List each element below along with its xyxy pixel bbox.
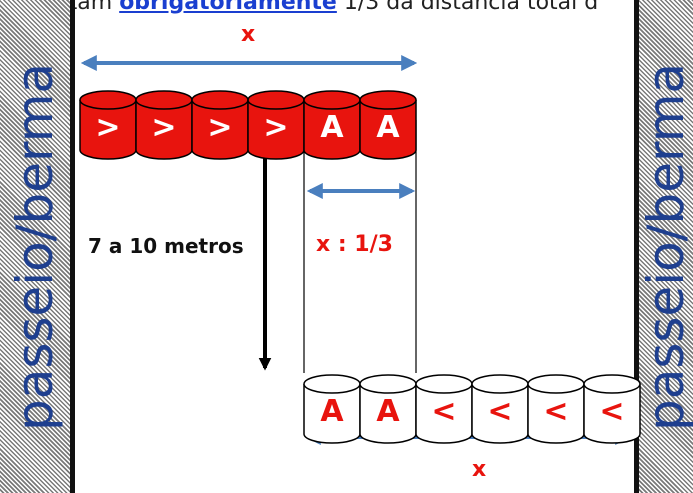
bottom-drum-3: < bbox=[415, 374, 473, 444]
bottom-drum-5: < bbox=[527, 374, 585, 444]
top-drum-5: A bbox=[303, 90, 361, 160]
top-drum-4: > bbox=[247, 90, 305, 160]
right-sidewalk: passeio/berma bbox=[634, 0, 693, 493]
bottom-drum-6-symbol: < bbox=[599, 394, 624, 429]
top-drum-1: > bbox=[79, 90, 137, 160]
bottom-drum-1-symbol: A bbox=[320, 394, 344, 429]
top-width-label: x bbox=[241, 22, 256, 47]
top-drum-2: > bbox=[135, 90, 193, 160]
fraction-label: x : 1/3 bbox=[316, 232, 393, 257]
bottom-width-label: x bbox=[472, 457, 487, 482]
top-drum-6: A bbox=[359, 90, 417, 160]
bottom-drum-1: A bbox=[303, 374, 361, 444]
top-drum-1-symbol: > bbox=[95, 110, 120, 145]
top-drum-6-symbol: A bbox=[376, 110, 400, 145]
top-drum-3: > bbox=[191, 90, 249, 160]
top-drum-4-symbol: > bbox=[263, 110, 288, 145]
bottom-drum-6: < bbox=[583, 374, 641, 444]
bottom-drum-5-symbol: < bbox=[543, 394, 568, 429]
distance-label: 7 a 10 metros bbox=[88, 234, 244, 258]
top-drum-5-symbol: A bbox=[320, 110, 344, 145]
bottom-drum-3-symbol: < bbox=[431, 394, 456, 429]
bottom-drum-2-symbol: A bbox=[376, 394, 400, 429]
top-drum-3-symbol: > bbox=[207, 110, 232, 145]
bottom-drum-2: A bbox=[359, 374, 417, 444]
top-drum-2-symbol: > bbox=[151, 110, 176, 145]
caption-link[interactable]: obrigatoriamente bbox=[119, 0, 337, 15]
caption-text-post: 1/3 da distância total d bbox=[336, 0, 599, 15]
left-sidewalk: passeio/berma bbox=[0, 0, 75, 493]
bottom-drum-4-symbol: < bbox=[487, 394, 512, 429]
bottom-drum-4: < bbox=[471, 374, 529, 444]
